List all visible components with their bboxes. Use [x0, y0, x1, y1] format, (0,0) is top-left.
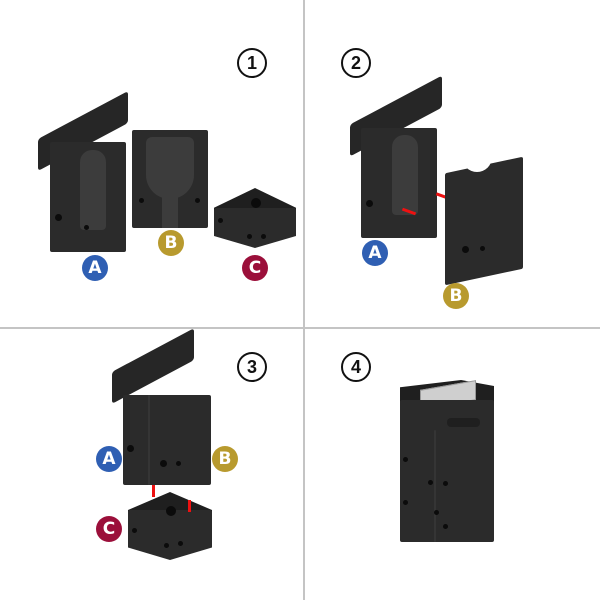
step-number-badge: 2: [341, 48, 371, 78]
part-label-a: A: [82, 255, 108, 281]
mold-cavity: [80, 150, 106, 230]
mold-hole: [160, 460, 167, 467]
mold-hole: [403, 457, 408, 462]
mold-cavity: [146, 137, 194, 199]
mold-hole: [428, 480, 433, 485]
step-number-badge: 4: [341, 352, 371, 382]
mold-hole: [176, 461, 181, 466]
step-number-badge: 3: [237, 352, 267, 382]
mold-hole: [139, 198, 144, 203]
mold-hole: [366, 200, 373, 207]
part-label-c: C: [242, 255, 268, 281]
center-pin: [166, 506, 176, 516]
mold-slot: [447, 418, 480, 427]
mold-sprue: [162, 195, 178, 228]
part-label-a: A: [96, 446, 122, 472]
mold-hole: [164, 543, 169, 548]
mold-hole: [403, 500, 408, 505]
mold-seam: [434, 430, 436, 542]
mold-hole: [195, 198, 200, 203]
mold-hole: [127, 445, 134, 452]
mold-hole: [434, 510, 439, 515]
mold-cavity: [392, 135, 418, 215]
part-label-b: B: [212, 446, 238, 472]
part-label-c: C: [96, 516, 122, 542]
center-pin: [251, 198, 261, 208]
mold-lid: [112, 328, 194, 404]
mold-hole: [247, 234, 252, 239]
mold-seam: [148, 395, 150, 485]
horizontal-divider: [0, 327, 600, 329]
mold-hole: [261, 234, 266, 239]
mold-cutout: [462, 156, 492, 172]
mold-hole: [178, 541, 183, 546]
mold-hole: [443, 524, 448, 529]
red-arrow-icon: [188, 500, 191, 512]
part-label-b: B: [443, 283, 469, 309]
mold-hole: [132, 528, 137, 533]
part-label-b: B: [158, 230, 184, 256]
mold-hole: [84, 225, 89, 230]
mold-body: [123, 395, 211, 485]
mold-hole: [462, 246, 469, 253]
mold-hole: [443, 481, 448, 486]
red-arrow-icon: [152, 485, 155, 497]
mold-hole: [480, 246, 485, 251]
vertical-divider: [303, 0, 305, 600]
mold-base-body: [214, 208, 296, 248]
mold-body: [445, 156, 523, 286]
mold-hole: [218, 218, 223, 223]
mold-base-body: [128, 510, 212, 560]
mold-hole: [55, 214, 62, 221]
step-number-badge: 1: [237, 48, 267, 78]
part-label-a: A: [362, 240, 388, 266]
